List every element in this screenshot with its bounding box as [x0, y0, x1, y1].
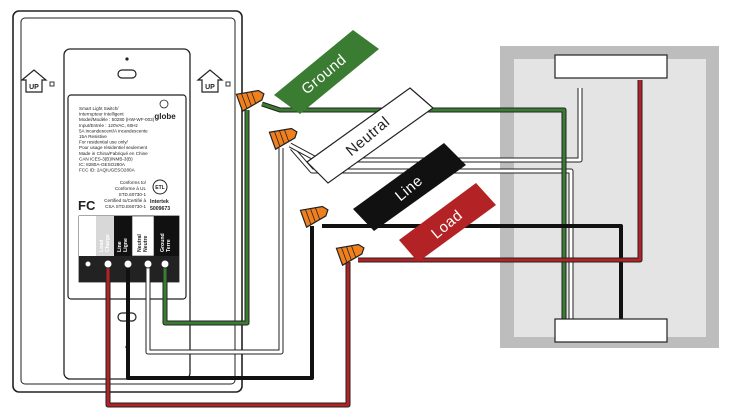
globe-icon — [159, 99, 169, 109]
fixture-bottom-terminal — [554, 318, 668, 343]
wirenut-neutral — [268, 127, 298, 151]
spec-line: 15A Resistive — [79, 134, 107, 139]
screw-extra — [84, 260, 92, 268]
etl-text: ETL — [155, 185, 164, 191]
up-label-right: UP — [205, 84, 215, 91]
spec-line: Interrupteur Intelligent — [79, 112, 124, 117]
spec-line: 5A incandescent/A incandescente — [79, 128, 148, 133]
load-wire — [105, 80, 643, 408]
terminal-label: Terre — [166, 239, 172, 252]
fcc-logo: FC — [78, 198, 96, 213]
globe-logo: globe — [154, 99, 176, 121]
spec-line: Model/Modèle : 50280 (HW-WF-003) — [79, 117, 155, 122]
spec-line: For residential use only/ — [79, 140, 128, 145]
top-screw-hole — [125, 57, 129, 61]
terminal-label: Ligne — [123, 238, 129, 252]
switch-assembly — [12, 10, 243, 393]
conformity-line: Conforms to/ — [120, 180, 147, 185]
up-arrow-left: UP — [20, 69, 55, 93]
terminal-label: Line — [117, 241, 123, 252]
conformity-line: Conforme à UL — [115, 186, 147, 191]
terminal-label: Neutral — [137, 234, 143, 252]
terminal-ground-label-bg — [154, 216, 179, 256]
fixture-top-terminal — [554, 54, 668, 79]
intertek-text: Intertek — [150, 199, 169, 205]
spec-line: Pour usage résidentiel seulement — [79, 145, 148, 150]
terminal-label: Load — [99, 240, 105, 252]
globe-text: globe — [154, 112, 176, 121]
switch-spec-label: Smart Light Switch/Interrupteur Intellig… — [79, 106, 155, 173]
spec-line: IC: 8280A-GESO280A — [79, 162, 126, 167]
conformity-line: CSA STD.E60730-1 — [105, 204, 146, 209]
fixture-box — [500, 46, 719, 348]
up-label-left: UP — [29, 84, 39, 91]
top-mounting-slot — [117, 69, 137, 79]
conformity-label: Conforms to/Conforme à ULSTD.60730-1Cert… — [104, 180, 147, 209]
spec-line: CAN ICES-3(B)/NMB-3(B) — [79, 156, 133, 161]
conformity-line: Certified to/Certifié à — [104, 198, 146, 203]
terminal-load-label-bg — [96, 216, 114, 256]
spec-line: Made in China/Fabriqué en Chine — [79, 151, 148, 156]
spec-line: Input/Entrée : 120VAC, 60Hz — [79, 123, 139, 128]
screw-load — [103, 259, 113, 269]
terminal-screws — [84, 259, 170, 269]
terminal-line-label-bg — [114, 216, 132, 256]
screw-neutral — [143, 259, 153, 269]
etl-mark: ETL Intertek 5009673 — [150, 179, 170, 212]
conformity-line: STD.60730-1 — [119, 192, 147, 197]
wirenut-line — [299, 205, 329, 229]
terminal-label: Charge — [105, 234, 111, 252]
etl-icon — [152, 179, 168, 195]
spec-line: Smart Light Switch/ — [79, 106, 119, 111]
spec-line: FCC ID: 2AQIUGESO280A — [79, 168, 136, 173]
screw-ground — [160, 259, 170, 269]
screw-line — [123, 259, 133, 269]
terminal-label: Neutre — [143, 235, 149, 252]
wirenut-load — [335, 243, 365, 267]
intertek-number: 5009673 — [150, 206, 170, 212]
terminal-label: Ground — [160, 233, 166, 252]
ground-label-band: Ground — [274, 30, 379, 114]
fixture-box-inner — [514, 59, 706, 337]
up-arrow-right: UP — [196, 69, 231, 93]
wirenut-ground — [235, 89, 265, 113]
